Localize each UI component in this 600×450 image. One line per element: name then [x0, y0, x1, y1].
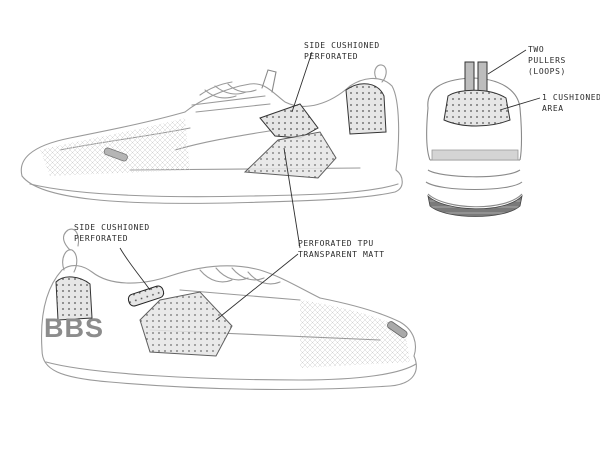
annotation-leader-lines	[119, 49, 541, 321]
perforated-panel-top-side	[259, 103, 319, 139]
annotation-side-cushioned-top: Side cushioned perforated	[304, 41, 380, 61]
shoe-side-view-bottom	[41, 228, 417, 391]
perforated-side-cushion-pad	[127, 285, 165, 307]
leader-perforated-tpu-to-top	[283, 147, 301, 249]
annotation-cushioned-area: 1 cushioned area	[542, 93, 600, 113]
perforated-heel-panel-bottom	[55, 276, 93, 321]
leader-side-cushioned-bottom	[119, 247, 151, 291]
perforated-cushion-area-rear	[443, 89, 511, 127]
rear-heel-counter	[431, 149, 519, 161]
toe-badge-top	[103, 147, 128, 162]
leader-perforated-tpu-to-bottom	[215, 253, 299, 321]
perforated-tpu-panel-bottom	[139, 291, 233, 357]
perforated-heel-panel-top	[345, 83, 387, 135]
puller-loop-right	[477, 61, 488, 93]
rear-sole-tread	[427, 194, 523, 217]
brand-mark-bbs: BBS	[44, 313, 105, 343]
toe-badge-bottom	[387, 321, 408, 338]
leader-cushioned-area	[499, 97, 541, 111]
leader-two-pullers	[487, 49, 527, 75]
annotation-side-cushioned-bottom: Side cushioned perforated	[74, 223, 150, 243]
annotation-perforated-tpu: Perforated TPU transparent matt	[298, 239, 385, 259]
leader-side-cushioned-top	[291, 51, 313, 113]
perforated-tpu-panel-top	[243, 131, 337, 179]
annotation-two-pullers: Two pullers (loops)	[528, 45, 566, 76]
shoe-side-view-top	[20, 64, 403, 204]
puller-loop-left	[464, 61, 475, 93]
